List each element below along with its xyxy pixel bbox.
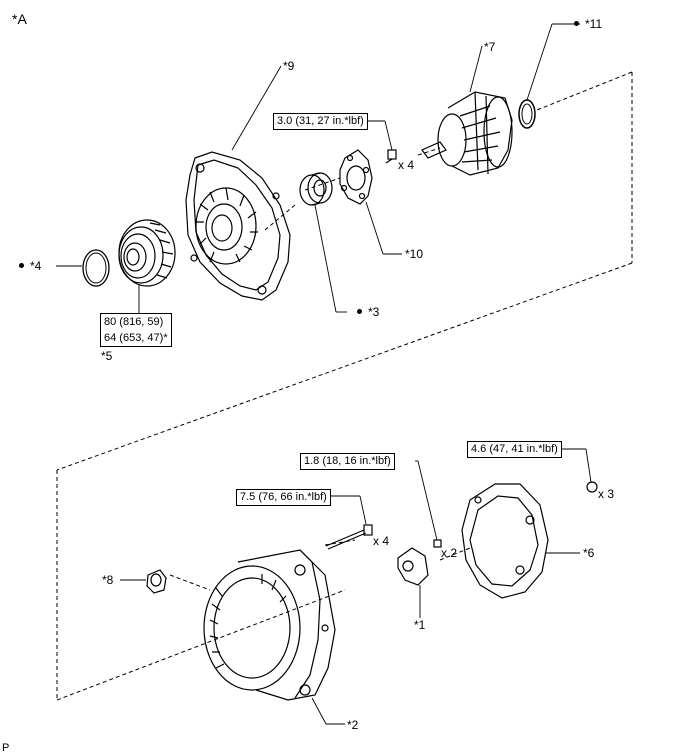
qty-through-bolts: x 4 [373, 534, 390, 548]
part-label-5: *5 [101, 349, 113, 363]
rear-cover-nut-part [586, 481, 598, 493]
o-ring-part [82, 249, 110, 287]
rear-end-cover-part [461, 483, 549, 599]
rotor-plate-screw-part [385, 149, 397, 164]
terminal-nut-part [433, 539, 442, 548]
part-label-3-text: *3 [368, 305, 380, 319]
part-label-2: *2 [347, 718, 359, 732]
part-label-4-text: *4 [30, 259, 42, 273]
part-label-10: *10 [405, 247, 424, 261]
bearing-part [299, 172, 333, 206]
torque-box-pulley: 80 (816, 59) 64 (653, 47)* [100, 313, 172, 347]
torque-box-terminal: 1.8 (18, 16 in.*lbf) [300, 453, 395, 470]
through-bolt-part [325, 524, 373, 550]
torque-pulley-line2: 64 (653, 47)* [104, 332, 168, 344]
part-label-11: *11 [574, 17, 602, 31]
qty-rear-cover: x 3 [598, 487, 615, 501]
retainer-plate-part [339, 149, 373, 205]
torque-box-through-bolts: 7.5 (76, 66 in.*lbf) [236, 489, 331, 506]
terminal-insulator-part [397, 547, 429, 586]
torque-box-rotor-bolts: 3.0 (31, 27 in.*lbf) [273, 113, 368, 130]
part-label-7: *7 [484, 40, 496, 54]
plug-part [146, 569, 167, 594]
part-label-8: *8 [102, 573, 114, 587]
part-label-11-text: *11 [585, 17, 603, 31]
qty-rotor-bolts: x 4 [398, 158, 415, 172]
bullet-icon [574, 21, 579, 27]
drive-end-frame-part [185, 151, 291, 301]
rotor-part [421, 91, 513, 176]
rear-frame-stator-part [203, 549, 336, 701]
pulley-part [118, 219, 176, 287]
torque-box-rear-cover: 4.6 (47, 41 in.*lbf) [467, 441, 562, 458]
leader-lines [56, 23, 592, 725]
part-label-1: *1 [414, 618, 426, 632]
torque-pulley-line1: 80 (816, 59) [104, 316, 164, 328]
upper-assembly-dashed-frame [56, 71, 633, 701]
part-label-6: *6 [583, 546, 595, 560]
qty-terminal: x 2 [441, 546, 458, 560]
view-label: *A [12, 11, 27, 27]
corner-label: P [2, 742, 10, 754]
bullet-icon [357, 309, 362, 315]
part-label-3: *3 [357, 305, 379, 319]
bullet-icon [19, 263, 24, 269]
part-label-4: *4 [19, 259, 41, 273]
part-label-9: *9 [283, 59, 295, 73]
